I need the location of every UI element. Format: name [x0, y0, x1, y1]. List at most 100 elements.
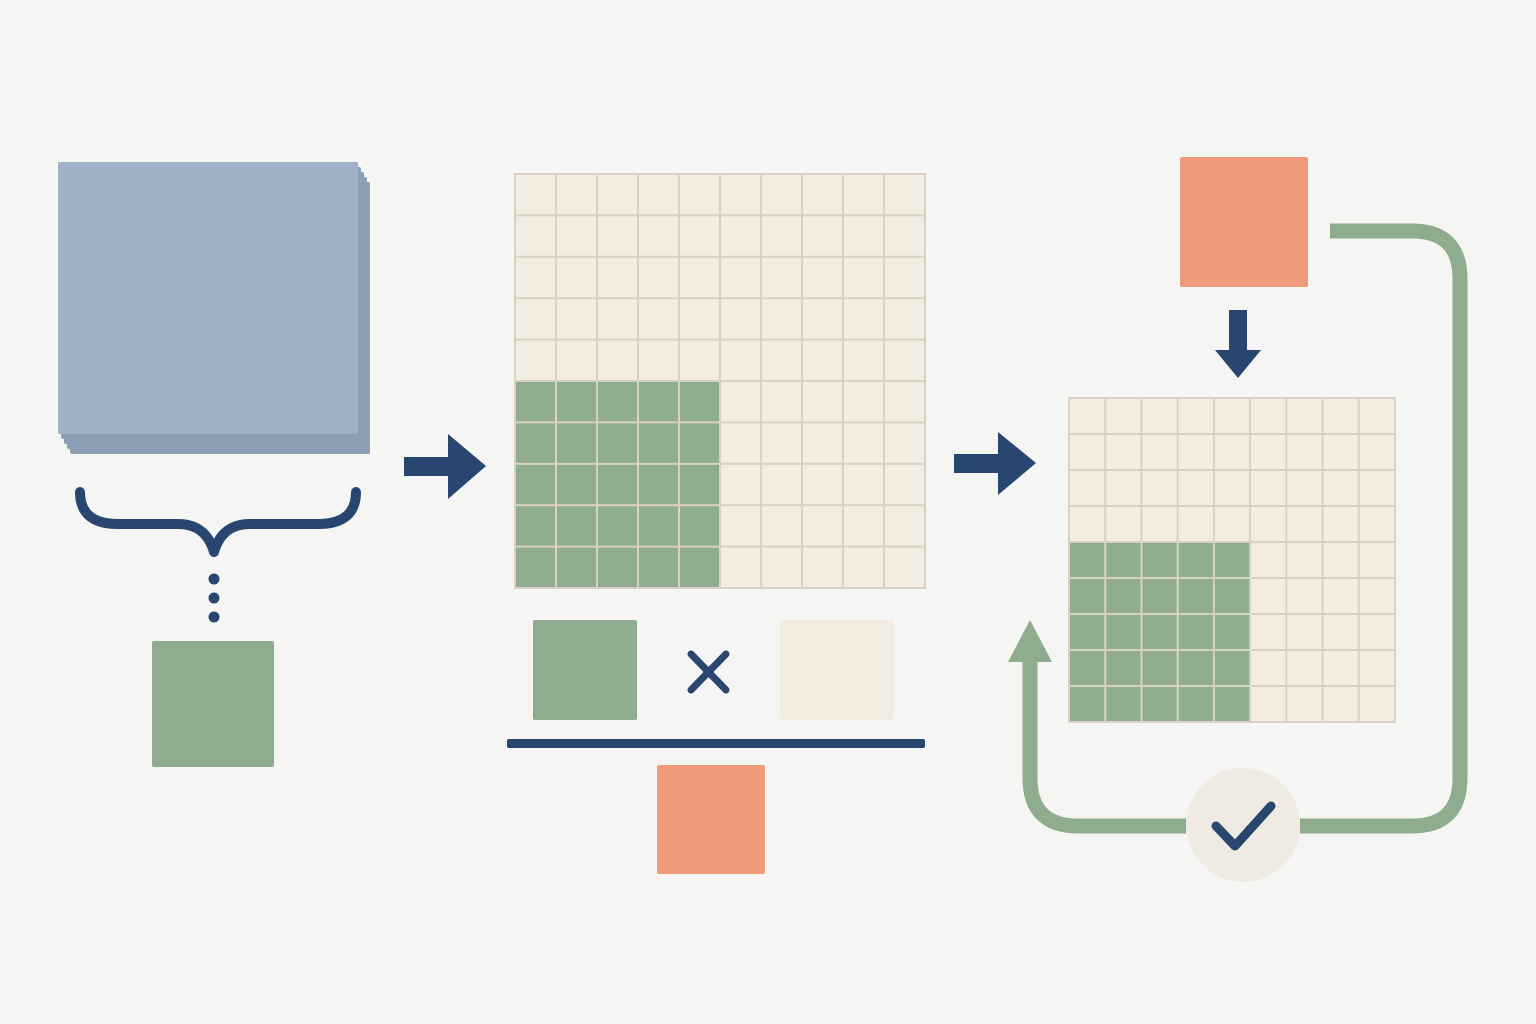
grid-cell — [1287, 579, 1322, 613]
grid-cell — [762, 257, 801, 298]
grid-cell — [1106, 507, 1141, 541]
grid-cell — [680, 257, 719, 298]
grid-cell-highlighted — [598, 464, 637, 505]
grid-cell — [1070, 399, 1105, 433]
grid-cell — [1214, 399, 1250, 433]
loop-arrowhead — [1008, 620, 1052, 662]
grid-cell — [1251, 471, 1286, 505]
grid-cell-highlighted — [1214, 615, 1250, 649]
grid-cell — [1070, 471, 1105, 505]
result-tile — [657, 765, 765, 874]
stacked-sheets-icon — [58, 162, 370, 454]
grid-cell — [844, 506, 883, 546]
grid-cell — [721, 340, 760, 380]
grid-cell-highlighted — [1070, 579, 1105, 613]
grid-cell — [1287, 615, 1322, 649]
grid-cell — [885, 340, 924, 380]
grid-cell-highlighted — [516, 547, 555, 587]
grid-cell — [844, 257, 883, 298]
grid-cell — [1359, 435, 1394, 469]
grid-cell — [557, 257, 596, 298]
grid-cell — [1178, 471, 1213, 505]
grid-cell — [885, 464, 924, 505]
grid-cell — [1323, 507, 1358, 541]
grid-cell — [762, 175, 801, 215]
grid-cell — [639, 299, 678, 339]
multiply-icon — [687, 650, 730, 694]
grid-cell-highlighted — [1106, 579, 1141, 613]
grid-cell-highlighted — [557, 423, 596, 463]
grid-cell — [1359, 615, 1394, 649]
grid-cell — [762, 464, 801, 505]
grid-cell — [885, 299, 924, 339]
grid-cell — [1251, 579, 1286, 613]
grid-cell — [1287, 471, 1322, 505]
grid-cell-highlighted — [1178, 687, 1213, 721]
grid-cell — [1287, 435, 1322, 469]
grid-cell — [598, 299, 637, 339]
grid-cell-highlighted — [598, 506, 637, 546]
grid-cell-highlighted — [1106, 651, 1141, 685]
curly-brace-icon — [75, 487, 361, 557]
grid-cell-highlighted — [598, 382, 637, 422]
grid-cell — [516, 216, 555, 256]
grid-cell — [721, 382, 760, 422]
grid-cell-highlighted — [1142, 615, 1177, 649]
grid-cell-highlighted — [1214, 543, 1250, 577]
input-tile — [1180, 157, 1308, 287]
ellipsis-dot — [208, 592, 220, 604]
grid-cell-highlighted — [516, 382, 555, 422]
grid-cell-highlighted — [1178, 543, 1213, 577]
grid-cell-highlighted — [557, 464, 596, 505]
grid-cell — [1106, 471, 1141, 505]
grid-cell-highlighted — [1142, 651, 1177, 685]
grid-cell — [516, 340, 555, 380]
grid-cell-highlighted — [1070, 687, 1105, 721]
grid-cell-highlighted — [639, 506, 678, 546]
grid-cell — [1251, 399, 1286, 433]
grid-cell — [803, 299, 842, 339]
grid-cell-highlighted — [598, 423, 637, 463]
multiplier-tile — [780, 620, 894, 720]
grid-cell — [762, 506, 801, 546]
grid-cell — [803, 340, 842, 380]
grid-cell — [1359, 651, 1394, 685]
grid-cell — [639, 175, 678, 215]
grid-cell — [1323, 543, 1358, 577]
grid-cell — [1287, 399, 1322, 433]
grid-cell-highlighted — [1142, 579, 1177, 613]
grid-cell — [516, 299, 555, 339]
grid-cell-highlighted — [680, 506, 719, 546]
grid-cell — [721, 464, 760, 505]
grid-cell — [803, 216, 842, 256]
grid-cell — [1178, 399, 1213, 433]
grid-cell — [1251, 435, 1286, 469]
grid-cell — [721, 506, 760, 546]
grid-cell — [1106, 399, 1141, 433]
grid-cell — [762, 547, 801, 587]
grid-cell — [680, 216, 719, 256]
grid-cell-highlighted — [1142, 543, 1177, 577]
grid-cell — [803, 506, 842, 546]
grid-cell-highlighted — [639, 382, 678, 422]
grid-cell — [721, 216, 760, 256]
grid-cell — [1070, 507, 1105, 541]
grid-cell — [885, 257, 924, 298]
grid-cell-highlighted — [1178, 579, 1213, 613]
grid-cell — [1287, 507, 1322, 541]
fraction-bar — [507, 739, 925, 748]
grid-cell-highlighted — [639, 547, 678, 587]
grid-cell — [762, 299, 801, 339]
grid-cell — [1359, 687, 1394, 721]
grid-cell — [557, 175, 596, 215]
grid-cell — [844, 216, 883, 256]
grid-cell — [885, 382, 924, 422]
grid-cell — [1251, 543, 1286, 577]
grid-cell — [1287, 651, 1322, 685]
ellipsis-dot — [208, 573, 220, 585]
grid-cell-highlighted — [1070, 615, 1105, 649]
grid-cell — [721, 257, 760, 298]
grid-cell — [1251, 615, 1286, 649]
